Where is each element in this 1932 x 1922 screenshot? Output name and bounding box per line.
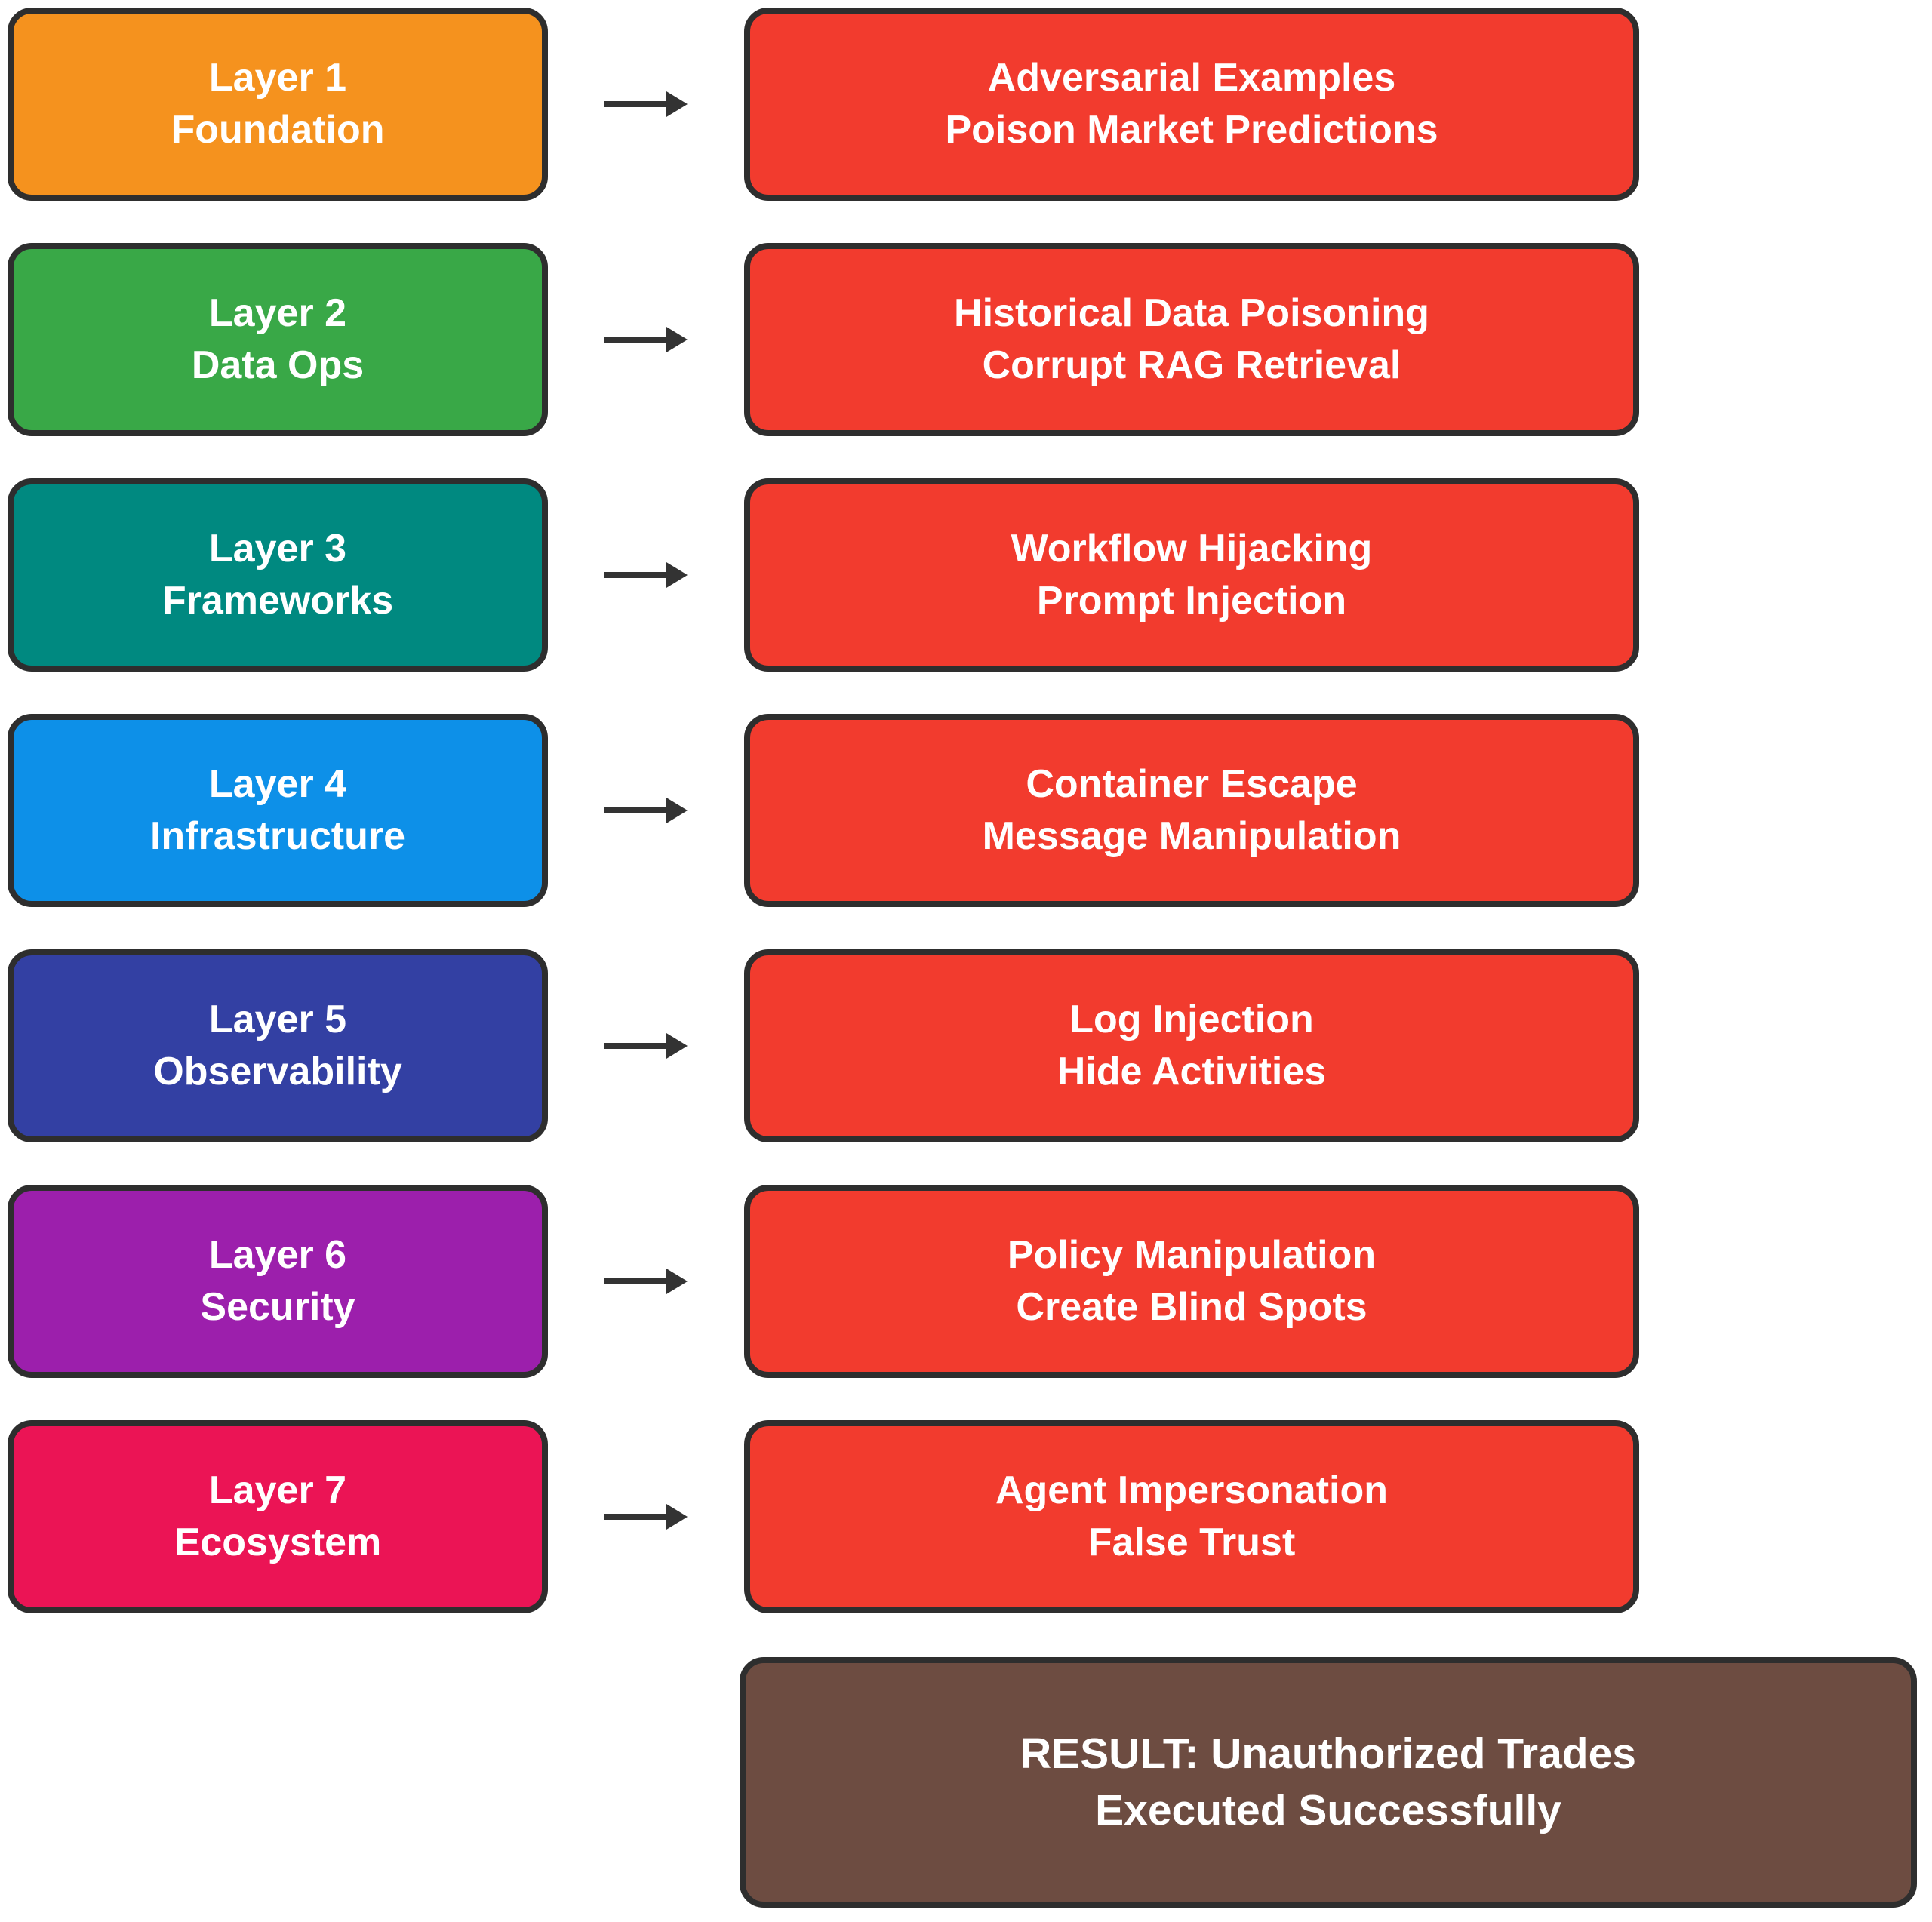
diagram-row-5: Layer 5 Observability Log Injection Hide… (0, 949, 1932, 1142)
layer-title: Layer 7 (208, 1468, 347, 1513)
result-line2: Executed Successfully (1095, 1786, 1561, 1834)
result-box: RESULT: Unauthorized Trades Executed Suc… (740, 1657, 1917, 1908)
attack-1-box: Adversarial Examples Poison Market Predi… (744, 8, 1639, 201)
attack-line1: Container Escape (1026, 762, 1358, 807)
layer-6-box: Layer 6 Security (8, 1185, 548, 1378)
layer-title: Layer 1 (208, 56, 347, 100)
layer-3-box: Layer 3 Frameworks (8, 478, 548, 672)
layer-4-box: Layer 4 Infrastructure (8, 714, 548, 907)
layer-subtitle: Ecosystem (174, 1521, 382, 1564)
diagram-row-2: Layer 2 Data Ops Historical Data Poisoni… (0, 243, 1932, 436)
attack-line1: Policy Manipulation (1007, 1233, 1377, 1278)
layer-7-box: Layer 7 Ecosystem (8, 1420, 548, 1613)
attack-line2: Hide Activities (1057, 1050, 1327, 1093)
attack-4-box: Container Escape Message Manipulation (744, 714, 1639, 907)
layer-1-box: Layer 1 Foundation (8, 8, 548, 201)
diagram-row-4: Layer 4 Infrastructure Container Escape … (0, 714, 1932, 907)
arrow-right-icon (604, 1504, 688, 1530)
layer-subtitle: Data Ops (191, 343, 365, 387)
layer-subtitle: Foundation (171, 108, 385, 152)
layer-title: Layer 4 (208, 762, 347, 807)
layer-subtitle: Infrastructure (149, 814, 406, 858)
arrow-right-icon (604, 798, 688, 823)
attack-line1: Adversarial Examples (987, 56, 1396, 100)
diagram-row-3: Layer 3 Frameworks Workflow Hijacking Pr… (0, 478, 1932, 672)
layer-title: Layer 6 (208, 1233, 347, 1278)
arrow-right-icon (604, 1269, 688, 1294)
layer-5-box: Layer 5 Observability (8, 949, 548, 1142)
attack-line2: Prompt Injection (1036, 579, 1347, 623)
attack-2-box: Historical Data Poisoning Corrupt RAG Re… (744, 243, 1639, 436)
attack-line2: Create Blind Spots (1016, 1285, 1367, 1329)
diagram-row-6: Layer 6 Security Policy Manipulation Cre… (0, 1185, 1932, 1378)
layer-title: Layer 3 (208, 527, 347, 571)
arrow-right-icon (604, 91, 688, 117)
attack-line1: Log Injection (1069, 998, 1314, 1042)
attack-6-box: Policy Manipulation Create Blind Spots (744, 1185, 1639, 1378)
attack-line2: Message Manipulation (982, 814, 1401, 858)
arrow-right-icon (604, 327, 688, 352)
result-line1: RESULT: Unauthorized Trades (1020, 1729, 1637, 1778)
diagram-row-1: Layer 1 Foundation Adversarial Examples … (0, 8, 1932, 201)
attack-line1: Agent Impersonation (995, 1468, 1389, 1513)
attack-5-box: Log Injection Hide Activities (744, 949, 1639, 1142)
arrow-right-icon (604, 1033, 688, 1059)
attack-line1: Historical Data Poisoning (954, 291, 1429, 336)
layer-subtitle: Observability (153, 1050, 402, 1093)
arrow-right-icon (604, 562, 688, 588)
attack-line1: Workflow Hijacking (1011, 527, 1373, 571)
layer-2-box: Layer 2 Data Ops (8, 243, 548, 436)
layer-title: Layer 2 (208, 291, 347, 336)
attack-7-box: Agent Impersonation False Trust (744, 1420, 1639, 1613)
layer-title: Layer 5 (208, 998, 347, 1042)
attack-3-box: Workflow Hijacking Prompt Injection (744, 478, 1639, 672)
attack-line2: Poison Market Predictions (945, 108, 1438, 152)
layer-subtitle: Security (200, 1285, 355, 1329)
layer-subtitle: Frameworks (162, 579, 394, 623)
diagram-row-7: Layer 7 Ecosystem Agent Impersonation Fa… (0, 1420, 1932, 1613)
attack-line2: False Trust (1088, 1521, 1296, 1564)
attack-line2: Corrupt RAG Retrieval (982, 343, 1401, 387)
